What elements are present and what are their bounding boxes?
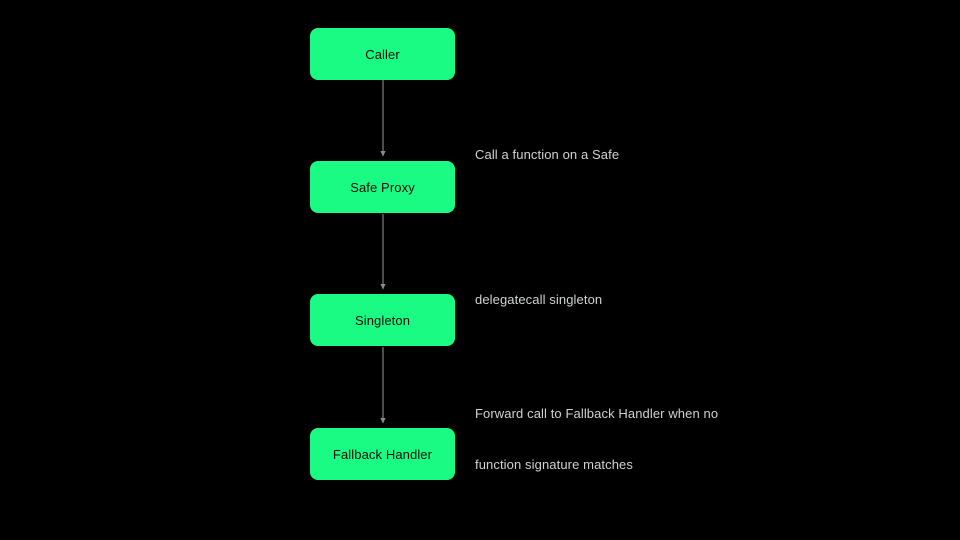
edge-label-line: Call a function on a Safe [475, 147, 620, 162]
node-safe-proxy-label: Safe Proxy [350, 179, 415, 195]
node-singleton-label: Singleton [354, 312, 411, 328]
edge-label-line: delegatecall singleton [475, 292, 603, 307]
node-caller[interactable]: Caller [310, 28, 455, 80]
edge-label-call-a-function-on-a-safe: Call a function on a Safe [475, 112, 619, 197]
edge-label-delegatecall-singleton: delegatecall singleton [475, 257, 602, 342]
node-fallback-handler-label: Fallback Handler [332, 446, 433, 462]
node-fallback-handler[interactable]: Fallback Handler [310, 428, 455, 480]
node-singleton[interactable]: Singleton [310, 294, 455, 346]
node-safe-proxy[interactable]: Safe Proxy [310, 161, 455, 213]
node-caller-label: Caller [365, 46, 400, 62]
edge-label-line: function signature matches [475, 457, 633, 472]
edge-label-forward-call-to-fallback-handler: Forward call to Fallback Handler when no… [475, 371, 718, 507]
edge-label-line: Forward call to Fallback Handler when no [475, 406, 719, 421]
